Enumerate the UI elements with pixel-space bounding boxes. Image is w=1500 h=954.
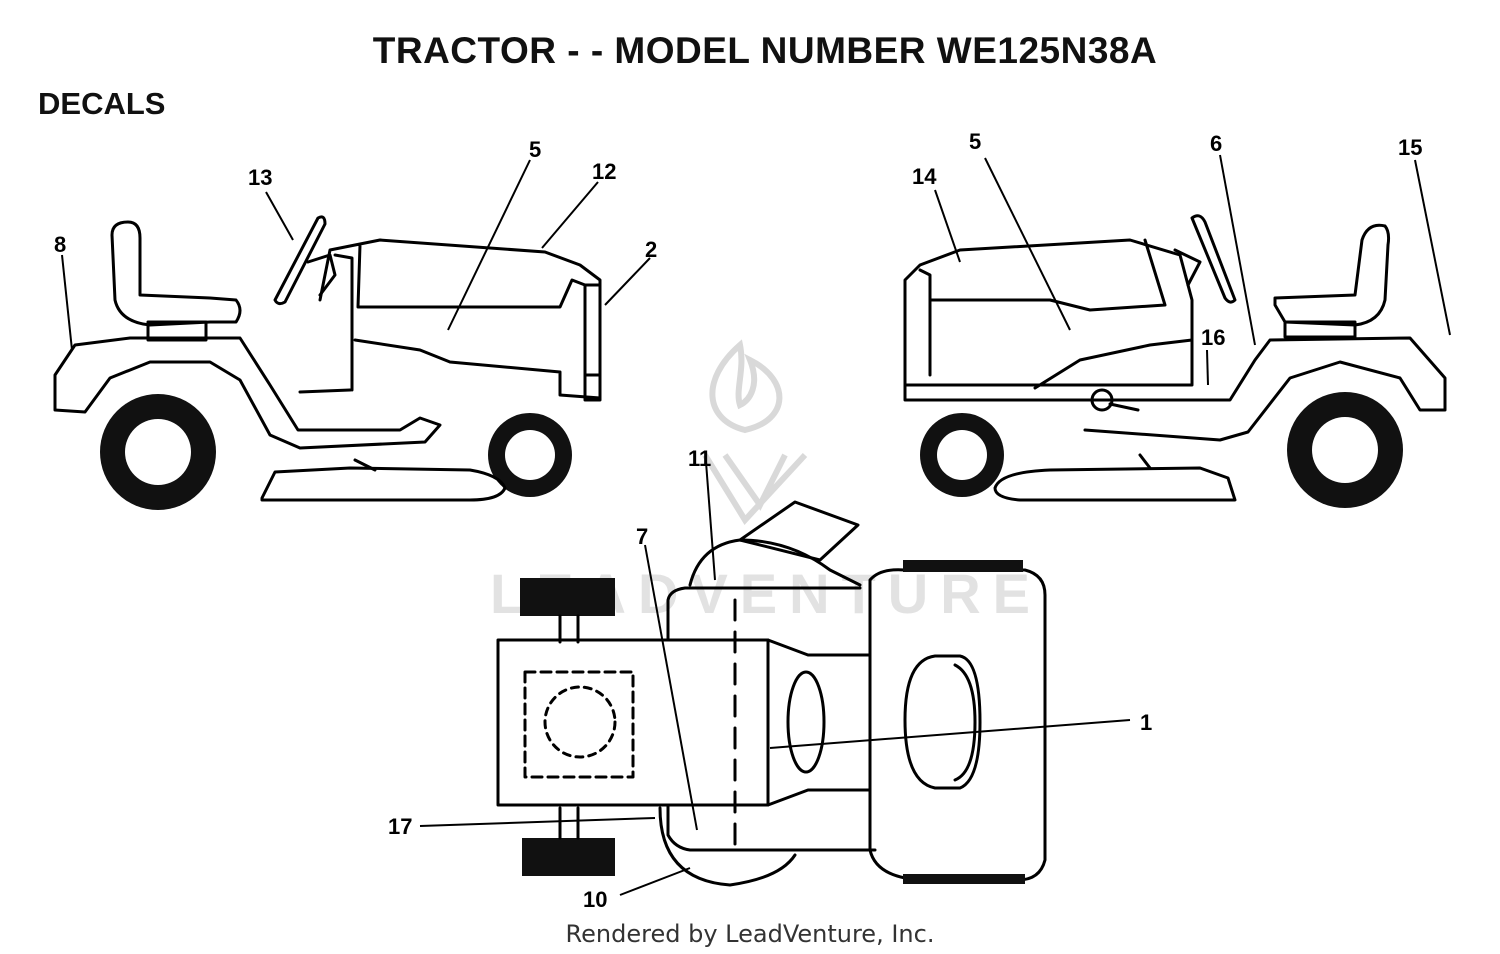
callout-1: 1 — [1140, 710, 1152, 735]
callout-15: 15 — [1398, 135, 1422, 160]
tractor-right-view — [903, 154, 1451, 508]
callout-2: 2 — [645, 237, 657, 262]
callout-6: 6 — [1210, 131, 1222, 156]
callout-10: 10 — [583, 887, 607, 912]
callout-12: 12 — [592, 159, 616, 184]
section-heading: DECALS — [38, 86, 166, 121]
tractor-top-view — [419, 461, 1131, 896]
callout-7: 7 — [636, 524, 648, 549]
callout-11: 11 — [688, 446, 711, 471]
callout-5-right: 5 — [969, 129, 981, 154]
tractor-left-view — [53, 159, 651, 510]
footer-credit: Rendered by LeadVenture, Inc. — [565, 920, 935, 948]
callout-17: 17 — [388, 814, 412, 839]
callout-5-left: 5 — [529, 137, 541, 162]
callout-labels: 1 2 5 5 6 7 8 10 11 12 13 14 15 16 17 — [54, 129, 1422, 912]
callout-16: 16 — [1201, 325, 1225, 350]
callout-8: 8 — [54, 232, 66, 257]
callout-14: 14 — [912, 164, 937, 189]
diagram-title: TRACTOR - - MODEL NUMBER WE125N38A — [372, 30, 1158, 71]
callout-13: 13 — [248, 165, 272, 190]
